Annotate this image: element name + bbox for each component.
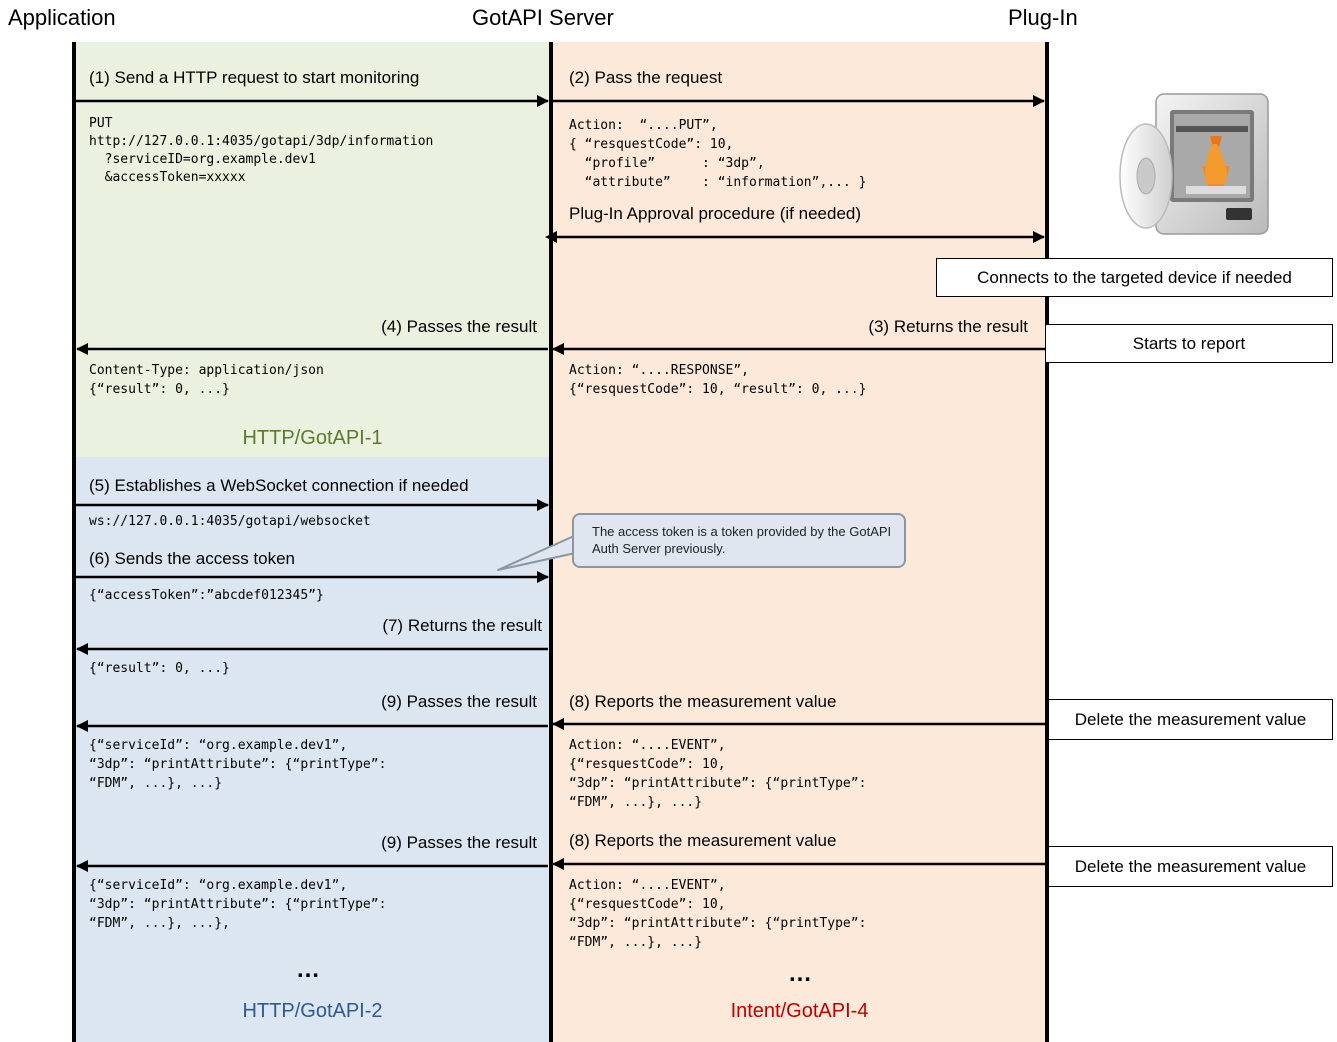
ellipsis-intent: …	[788, 960, 813, 987]
server-lifeline	[549, 42, 553, 1042]
event-payload-intent-2: Action: “....EVENT”, {“resquestCode”: 10…	[569, 878, 867, 950]
starts-report-box: Starts to report	[1045, 324, 1333, 363]
message-5-label: (5) Establishes a WebSocket connection i…	[89, 476, 469, 495]
message-2-label: (2) Pass the request	[569, 68, 723, 87]
event-payload-app-2: {“serviceId”: “org.example.dev1”, “3dp”:…	[89, 878, 387, 931]
message-3-label: (3) Returns the result	[868, 317, 1028, 336]
connects-device-box: Connects to the targeted device if neede…	[936, 258, 1333, 297]
server-header: GotAPI Server	[472, 5, 614, 30]
message-8b-label: (8) Reports the measurement value	[569, 831, 837, 850]
websocket-url: ws://127.0.0.1:4035/gotapi/websocket	[89, 514, 371, 529]
plugin-lifeline	[1045, 42, 1049, 1042]
event-payload-intent-1: Action: “....EVENT”, {“resquestCode”: 10…	[569, 738, 867, 810]
request-put-payload: PUT http://127.0.0.1:4035/gotapi/3dp/inf…	[89, 116, 434, 185]
access-token-payload: {“accessToken”:”abcdef012345”}	[89, 588, 324, 603]
access-token-callout: The access token is a token provided by …	[572, 513, 906, 568]
delete-measurement-box-2: Delete the measurement value	[1048, 846, 1333, 887]
application-header: Application	[8, 5, 116, 30]
ellipsis-app: …	[296, 956, 321, 983]
message-7-label: (7) Returns the result	[382, 616, 542, 635]
protocol-http-gotapi-1: HTTP/GotAPI-1	[242, 427, 383, 449]
message-9a-label: (9) Passes the result	[381, 692, 537, 711]
protocol-intent-gotapi-4: Intent/GotAPI-4	[730, 1000, 869, 1022]
intent-response-payload: Action: “....RESPONSE”, {“resquestCode”:…	[569, 363, 867, 397]
approval-label: Plug-In Approval procedure (if needed)	[569, 204, 862, 223]
plugin-header: Plug-In	[1008, 5, 1078, 30]
3d-printer-icon	[1119, 93, 1269, 235]
http-gotapi-2-region	[76, 457, 549, 1042]
message-6-label: (6) Sends the access token	[89, 549, 296, 568]
http-gotapi-1-region	[76, 42, 549, 457]
websocket-result-payload: {“result”: 0, ...}	[89, 661, 230, 676]
message-8a-label: (8) Reports the measurement value	[569, 692, 837, 711]
delete-measurement-box-1: Delete the measurement value	[1048, 699, 1333, 740]
http-response-payload: Content-Type: application/json {“result”…	[89, 363, 324, 397]
message-1-label: (1) Send a HTTP request to start monitor…	[89, 68, 420, 87]
event-payload-app-1: {“serviceId”: “org.example.dev1”, “3dp”:…	[89, 738, 387, 791]
message-4-label: (4) Passes the result	[381, 317, 537, 336]
protocol-http-gotapi-2: HTTP/GotAPI-2	[242, 1000, 383, 1022]
application-lifeline	[72, 42, 76, 1042]
message-9b-label: (9) Passes the result	[381, 833, 537, 852]
intent-put-payload: Action: “....PUT”, { “resquestCode”: 10,…	[569, 118, 867, 190]
